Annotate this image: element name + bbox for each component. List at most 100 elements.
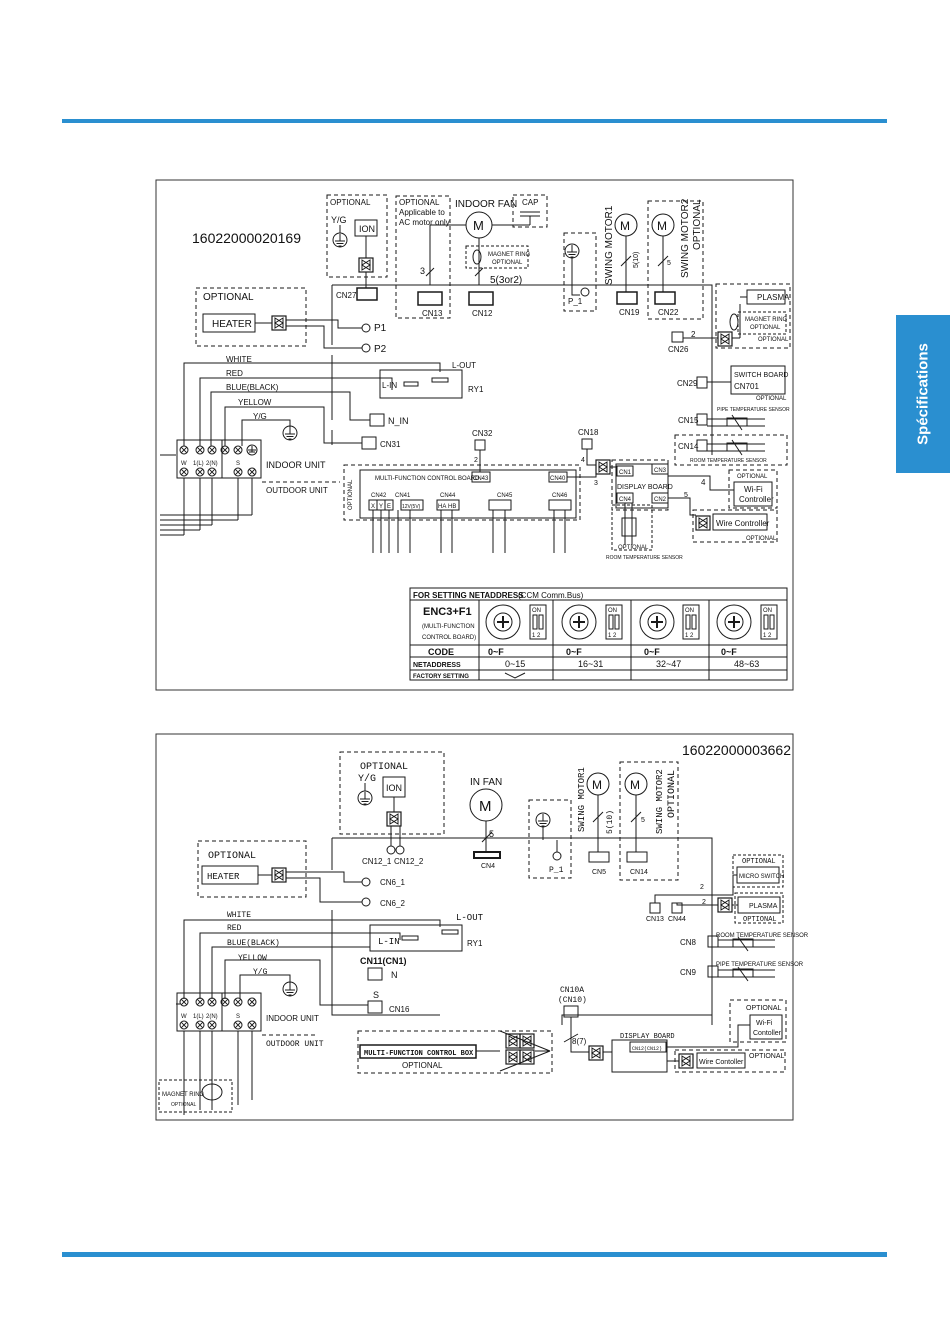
diagram-label: N bbox=[391, 970, 398, 980]
terminal-icon bbox=[179, 1020, 189, 1030]
diagram-label: RY1 bbox=[468, 385, 484, 394]
diagram-label: CN13 bbox=[422, 309, 443, 318]
diagram-label: 5 bbox=[489, 829, 494, 839]
diagram-label: CN22 bbox=[658, 308, 679, 317]
diagram-label: ION bbox=[359, 224, 375, 234]
diagram1-code: 16022000020169 bbox=[192, 230, 301, 246]
terminal-icon bbox=[195, 467, 205, 477]
diagram-label: OPTIONAL bbox=[692, 199, 703, 250]
connector-icon bbox=[271, 315, 287, 331]
diagram-label: M bbox=[473, 218, 484, 233]
diagram-label: PLASMA bbox=[749, 903, 778, 910]
diagram-label: 5 bbox=[641, 817, 645, 824]
connector-icon bbox=[588, 1045, 604, 1061]
diagram-label: Controller bbox=[739, 495, 774, 504]
diagram-label: Wire Controller bbox=[716, 519, 770, 528]
diagram-label: CN12 bbox=[472, 309, 493, 318]
connector-icon bbox=[717, 897, 733, 913]
diagram-label: L-OUT bbox=[456, 913, 484, 923]
diagram-label: E bbox=[387, 504, 391, 510]
terminal-icon bbox=[179, 997, 189, 1007]
diagram-label: CN1 bbox=[619, 470, 632, 476]
dip-switch-group: ON 1 2 ON 1 2 ON 1 2 ON 1 2 bbox=[485, 604, 778, 640]
diagram-label: OPTIONAL bbox=[360, 762, 408, 773]
diagram-label: INDOOR FAN bbox=[455, 199, 517, 210]
diagram-label: CN40 bbox=[550, 476, 566, 482]
diagram-label: Wire Contoller bbox=[699, 1059, 744, 1066]
diagram-label: 4 bbox=[701, 478, 706, 487]
diagram-label: BLUE(BLACK) bbox=[227, 939, 280, 948]
diagram-label: 48~63 bbox=[734, 659, 759, 669]
diagram-label: PLASMA bbox=[757, 293, 790, 302]
diagram-label: OPTIONAL bbox=[399, 198, 440, 207]
diagram-label: Y/G bbox=[331, 215, 347, 225]
diagram-label: HEATER bbox=[212, 319, 252, 330]
diagram-label: NETADDRESS bbox=[413, 662, 461, 669]
diagram-label: L-OUT bbox=[452, 361, 476, 370]
diagram-label: M bbox=[479, 798, 492, 815]
diagram-label: MAGNET RING bbox=[488, 252, 531, 258]
diagram-label: CN8 bbox=[680, 938, 697, 947]
terminal-icon bbox=[247, 467, 257, 477]
diagram-label: RED bbox=[227, 924, 242, 933]
diagram-label: OPTIONAL bbox=[492, 260, 523, 266]
diagram-label: 4 bbox=[581, 457, 585, 464]
diagram-label: MULTI-FUNCTION CONTROL BOX bbox=[364, 1050, 474, 1058]
diagram-label: ENC3+F1 bbox=[423, 606, 472, 618]
diagram-label: Y/G bbox=[358, 773, 376, 785]
terminal-icon bbox=[179, 445, 189, 455]
diagram-label: CN2 bbox=[654, 497, 667, 503]
diagram-label: CN44 bbox=[440, 493, 456, 499]
diagram-label: 3 bbox=[420, 266, 425, 276]
diagram-label: HB bbox=[448, 504, 456, 510]
diagram-label: OPTIONAL bbox=[330, 198, 371, 207]
wiring-diagram-2: 16022000003662 OPTIONAL Y/G ION CN12_1 C… bbox=[155, 733, 809, 1121]
terminal-icon bbox=[207, 467, 217, 477]
terminal-icon bbox=[179, 467, 189, 477]
diagram-label: 1 2 bbox=[685, 633, 694, 639]
connector-icon bbox=[271, 867, 287, 883]
ground-icon bbox=[332, 232, 348, 248]
diagram-label: SWITCH BOARD bbox=[734, 372, 788, 379]
diagram-label: 0~15 bbox=[505, 659, 525, 669]
diagram-label: OPTIONAL bbox=[348, 479, 354, 510]
diagram-label: W bbox=[181, 461, 187, 467]
diagram-label: CN14 bbox=[678, 442, 699, 451]
diagram-label: 5(10) bbox=[633, 252, 640, 268]
connector-icon bbox=[678, 1053, 694, 1069]
diagram-label: CN45 bbox=[497, 493, 513, 499]
diagram-label: MAGNET RING bbox=[745, 317, 788, 323]
diagram-label: 0~F bbox=[721, 647, 737, 657]
diagram-label: RY1 bbox=[467, 939, 483, 948]
diagram-label: 5 bbox=[684, 492, 688, 499]
connector-icon bbox=[505, 1049, 521, 1065]
diagram-label: OPTIONAL bbox=[746, 536, 777, 542]
diagram-label: Y bbox=[379, 504, 383, 510]
diagram-label: P1 bbox=[374, 323, 387, 334]
diagram-label: M bbox=[592, 778, 602, 792]
diagram-label: Applicable to bbox=[399, 208, 445, 217]
diagram-label: M bbox=[630, 778, 640, 792]
diagram-label: Contoller bbox=[753, 1030, 782, 1037]
diagram-label: SWING MOTOR2 bbox=[655, 769, 665, 834]
diagram-label: 5(10) bbox=[606, 810, 615, 834]
diagram-label: CN26 bbox=[668, 345, 689, 354]
diagram-label: CN4 bbox=[481, 863, 495, 870]
connector-icon bbox=[358, 257, 374, 273]
diagram-label: CN701 bbox=[734, 382, 759, 391]
diagram-label: CN12_1 bbox=[362, 857, 392, 866]
terminal-icon bbox=[247, 1020, 257, 1030]
diagram-label: YELLOW bbox=[238, 954, 267, 963]
diagram-label: 2 bbox=[702, 899, 706, 906]
diagram-label: L-IN bbox=[378, 937, 400, 947]
diagram-label: MICRO SWITCH bbox=[739, 874, 784, 880]
terminal-icon bbox=[195, 1020, 205, 1030]
diagram-label: CAP bbox=[522, 198, 538, 207]
section-tab: Spécifications bbox=[896, 315, 950, 473]
diagram-label: M bbox=[657, 219, 667, 233]
diagram-label: ON bbox=[608, 608, 617, 614]
diagram-label: ROOM TEMPERATURE SENSOR bbox=[716, 933, 809, 939]
diagram-label: OUTDOOR UNIT bbox=[266, 1040, 324, 1049]
diagram-label: WHITE bbox=[227, 911, 251, 920]
connector-icon bbox=[717, 331, 733, 347]
